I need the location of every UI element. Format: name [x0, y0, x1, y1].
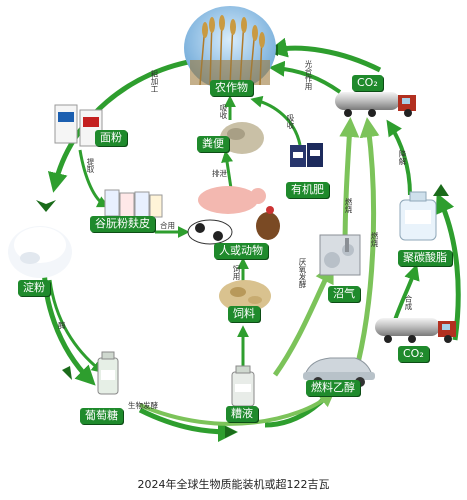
arrow-co2-to-crops: [268, 60, 342, 94]
edge-bio-fermentation: 生物发酵: [128, 401, 158, 410]
node-starch: 淀粉: [18, 280, 50, 296]
starch-image: [8, 226, 72, 278]
edge-mix-use: 合用: [160, 221, 175, 230]
edge-extract: 提取: [86, 158, 95, 173]
cycle-arrow-top-right: [267, 37, 382, 73]
arrow-fertilizer-to-crops: [250, 95, 302, 146]
node-polycarbonate: 聚碳酸脂: [398, 250, 452, 266]
animals-image: [187, 186, 280, 245]
arrow-flour-to-gluten: [78, 149, 110, 208]
polycarbonate-image: [399, 191, 437, 241]
edge-anaerobic: 厌氧发酵: [298, 258, 307, 288]
chevron-accent: [225, 426, 237, 438]
manure-image: [220, 122, 264, 154]
node-organic-fertilizer: 有机肥: [286, 182, 329, 198]
node-manure: 粪便: [197, 136, 229, 152]
chevron-accent: [62, 366, 72, 380]
gluten-image: [104, 189, 163, 218]
edge-degrade: 降解: [398, 150, 407, 165]
edge-absorb-2: 吸收: [286, 114, 295, 129]
node-gluten: 谷朊粉麸皮: [90, 216, 155, 232]
cycle-arrow-bottom: [138, 407, 238, 442]
edge-absorb-1: 吸收: [219, 104, 228, 119]
node-animals: 人或动物: [214, 243, 268, 259]
edge-synthesize: 合成: [404, 295, 413, 310]
feed-image: [219, 280, 271, 312]
node-feed: 饲料: [228, 306, 260, 322]
edge-enzyme: 酶: [58, 321, 66, 330]
biogas-image: [319, 234, 361, 276]
caption: 2024年全球生物质能装机或超122吉瓦: [137, 478, 330, 491]
edge-burn-2: 燃烧: [370, 232, 379, 247]
arrow-co2-synthesize: [393, 263, 420, 321]
arrow-ethanol-to-co2: [352, 117, 380, 376]
node-crops: 农作物: [210, 80, 253, 96]
cycle-arrow-top-left: [47, 57, 201, 193]
arrow-polycarbonate-degrade: [386, 119, 412, 196]
node-biogas: 沼气: [328, 286, 360, 302]
organic-fertilizer-image: [290, 143, 323, 167]
arrow-glucose-to-ethanol: [139, 390, 335, 426]
arrow-biogas-to-co2: [339, 117, 360, 251]
chevron-accent: [433, 184, 449, 196]
node-fuel-ethanol: 燃料乙醇: [306, 380, 360, 396]
edge-excrete: 排泄: [212, 169, 227, 178]
node-glucose: 葡萄糖: [80, 408, 123, 424]
node-mash: 糟液: [226, 406, 258, 422]
arrow-starch-to-glucose: [48, 279, 104, 373]
node-co2-top: CO₂: [352, 75, 383, 91]
edge-burn-1: 燃烧: [344, 198, 353, 213]
glucose-image: [97, 351, 119, 395]
crops-image: [184, 6, 276, 90]
mash-image: [231, 365, 255, 407]
node-co2-bottom: CO₂: [398, 346, 429, 362]
chevron-accent: [36, 200, 56, 212]
tanker-truck-bottom: [375, 318, 456, 343]
arrow-mash-to-biogas: [272, 262, 334, 377]
tanker-truck-top: [335, 92, 416, 117]
edge-eat: 饲用: [232, 265, 241, 280]
cycle-arrow-right: [435, 192, 461, 341]
edge-coarse-processing: 粗加工: [150, 70, 159, 93]
node-flour: 面粉: [95, 130, 127, 146]
edge-photosynthesis: 光合作用: [304, 60, 313, 90]
